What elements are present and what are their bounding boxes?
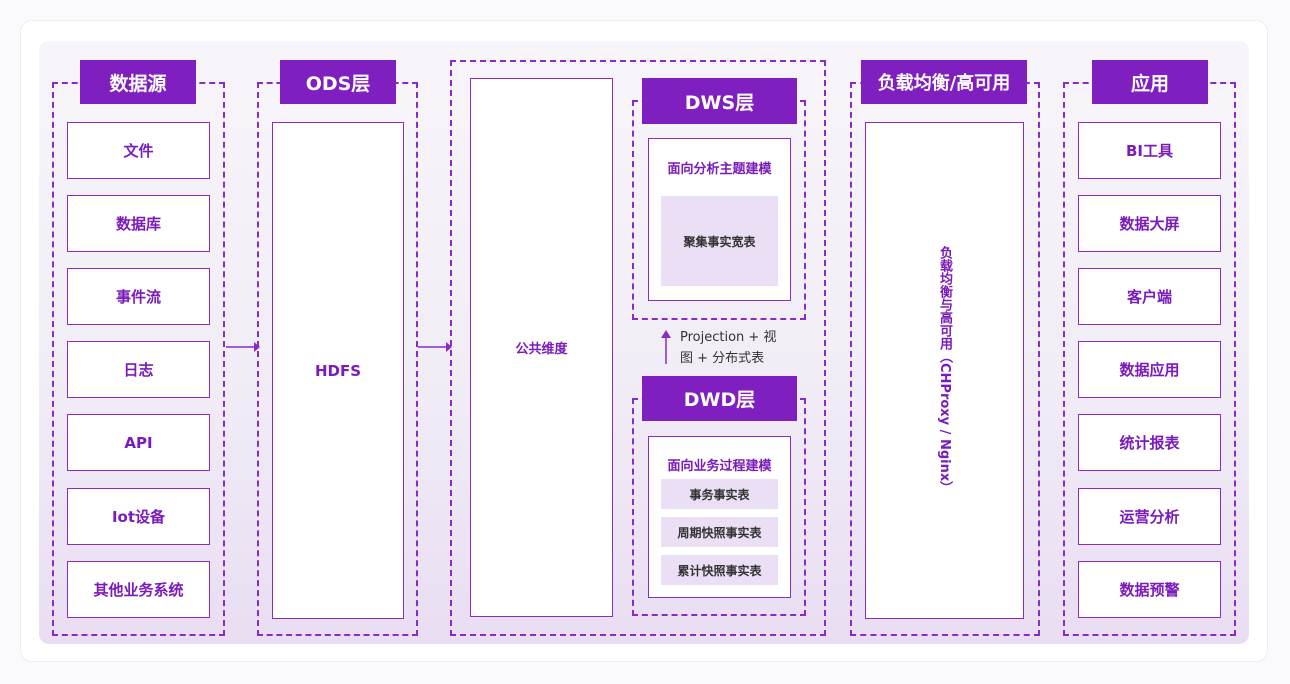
dws-model-box: 面向分析主题建模 聚集事实宽表 [648,138,791,301]
source-item: 事件流 [67,268,210,325]
app-item: 运营分析 [1078,488,1221,545]
source-item: API [67,414,210,471]
sources-header: 数据源 [80,60,196,104]
arrow-sources-to-ods [226,342,260,352]
dwd-table: 事务事实表 [661,479,778,509]
dwd-header: DWD层 [642,376,797,421]
app-item: 数据大屏 [1078,195,1221,252]
dws-header: DWS层 [642,78,797,124]
arrow-ods-to-warehouse [418,342,452,352]
dwd-model-box: 面向业务过程建模 事务事实表 周期快照事实表 累计快照事实表 [648,436,791,598]
warehouse-group [450,60,826,636]
app-item: 数据应用 [1078,341,1221,398]
dwd-subtitle: 面向业务过程建模 [667,459,772,474]
dws-subtitle: 面向分析主题建模 [667,162,772,177]
source-item: 日志 [67,341,210,398]
projection-label: Projection + 视 图 + 分布式表 [680,327,776,369]
source-item: 其他业务系统 [67,561,210,618]
app-item: BI工具 [1078,122,1221,179]
hdfs-box: HDFS [272,122,404,619]
source-item: 数据库 [67,195,210,252]
source-item: Iot设备 [67,488,210,545]
lb-box: 负载均衡与高可用（CHProxy / Nginx） [865,122,1024,619]
ods-header: ODS层 [280,60,396,104]
dwd-table: 周期快照事实表 [661,517,778,547]
app-item: 客户端 [1078,268,1221,325]
arrow-dwd-to-dws [661,330,671,364]
dwd-table: 累计快照事实表 [661,555,778,585]
app-item: 数据预警 [1078,561,1221,618]
source-item: 文件 [67,122,210,179]
apps-header: 应用 [1092,60,1208,104]
app-item: 统计报表 [1078,414,1221,471]
diagram-background [39,41,1249,644]
dws-table: 聚集事实宽表 [661,196,778,286]
projection-label-line2: 图 + 分布式表 [680,351,765,366]
dimension-box: 公共维度 [470,78,613,617]
lb-header: 负载均衡/高可用 [861,60,1027,104]
projection-label-line1: Projection + 视 [680,330,777,345]
lb-detail: 负载均衡与高可用（CHProxy / Nginx） [937,246,952,495]
